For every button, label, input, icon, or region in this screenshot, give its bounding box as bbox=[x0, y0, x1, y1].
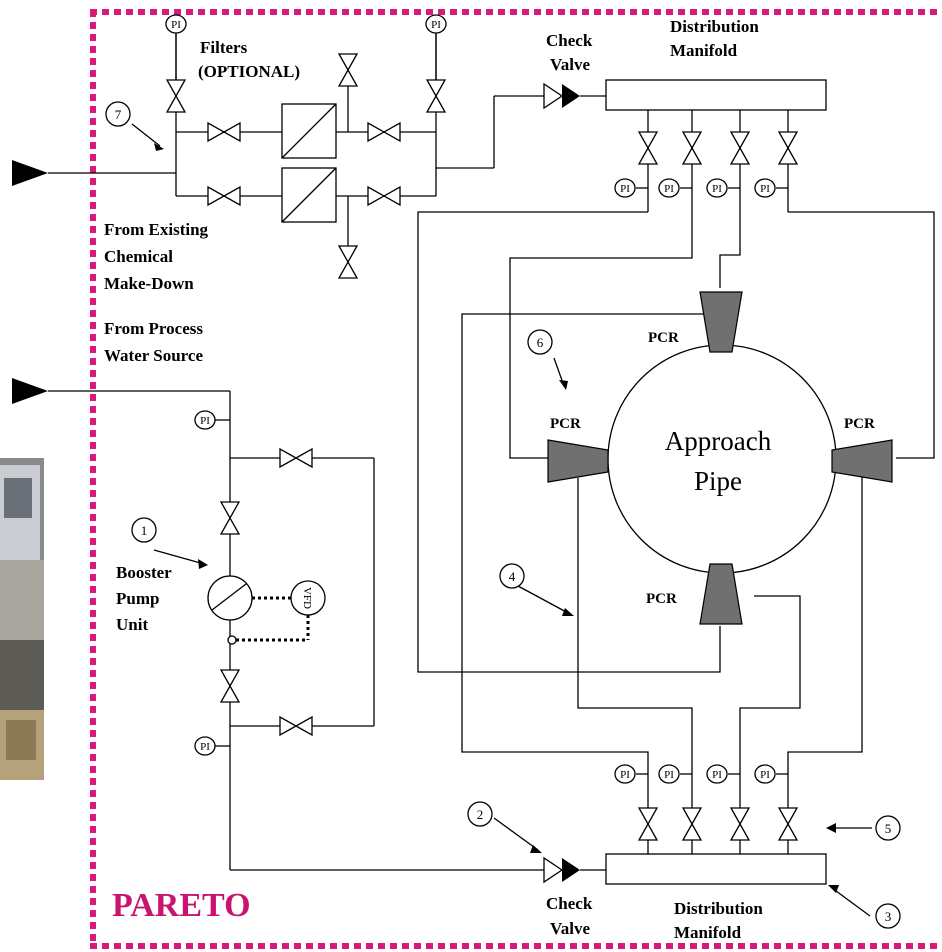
booster-label-1: Booster bbox=[116, 563, 172, 582]
pcr-bottom bbox=[699, 563, 743, 625]
pcr-label-right: PCR bbox=[844, 416, 875, 432]
callout-4: 4 bbox=[509, 569, 516, 584]
filters-optional-label: (OPTIONAL) bbox=[198, 62, 300, 81]
callouts: 1 2 3 4 5 6 7 bbox=[105, 101, 901, 929]
approach-pipe-label-2: Pipe bbox=[694, 466, 742, 496]
booster-section bbox=[194, 391, 544, 871]
vfd-label: VFD bbox=[301, 587, 313, 609]
bottom-manifold-label: Distribution bbox=[674, 899, 763, 918]
bottom-check-valve-label-2: Valve bbox=[550, 919, 590, 938]
approach-pipe bbox=[547, 291, 893, 625]
pcr-label-left: PCR bbox=[550, 416, 581, 432]
pi-label: PI bbox=[620, 769, 630, 781]
from-chem-label-2: Chemical bbox=[104, 247, 173, 266]
approach-pipe-label-1: Approach bbox=[665, 426, 772, 456]
pi-label: PI bbox=[200, 415, 210, 427]
inlet-arrows bbox=[12, 160, 230, 404]
from-water-label-1: From Process bbox=[104, 319, 203, 338]
callout-5: 5 bbox=[885, 821, 892, 836]
photo-strip bbox=[0, 458, 44, 780]
from-chem-label-1: From Existing bbox=[104, 220, 209, 239]
pcr-piping bbox=[417, 211, 935, 800]
bottom-manifold-label-2: Manifold bbox=[674, 923, 742, 942]
callout-1: 1 bbox=[141, 523, 148, 538]
pi-label: PI bbox=[712, 183, 722, 195]
pi-label: PI bbox=[760, 769, 770, 781]
pi-label: PI bbox=[760, 183, 770, 195]
filter-section bbox=[90, 14, 544, 279]
top-manifold bbox=[543, 79, 827, 212]
pi-label: PI bbox=[171, 19, 181, 31]
pi-label: PI bbox=[664, 769, 674, 781]
callout-7: 7 bbox=[115, 107, 122, 122]
brand-logo-text: PARETO bbox=[112, 887, 251, 924]
pcr-label-top: PCR bbox=[648, 330, 679, 346]
pi-labels: PI PI PI PI PI PI PI PI PI PI PI PI VFD bbox=[171, 19, 770, 781]
pi-label: PI bbox=[664, 183, 674, 195]
pcr-left bbox=[547, 439, 609, 483]
from-water-label-2: Water Source bbox=[104, 346, 203, 365]
booster-label-3: Unit bbox=[116, 615, 148, 634]
callout-3: 3 bbox=[885, 909, 892, 924]
from-chem-label-3: Make-Down bbox=[104, 274, 194, 293]
bottom-manifold bbox=[543, 764, 827, 885]
pi-label: PI bbox=[712, 769, 722, 781]
pcr-right bbox=[831, 439, 893, 483]
text-labels: Filters (OPTIONAL) Check Valve Distribut… bbox=[104, 17, 875, 942]
top-check-valve-label: Check bbox=[546, 31, 593, 50]
pi-label: PI bbox=[431, 19, 441, 31]
pi-label: PI bbox=[200, 741, 210, 753]
callout-6: 6 bbox=[537, 335, 544, 350]
dashed-border bbox=[90, 9, 940, 949]
filters-label: Filters bbox=[200, 38, 248, 57]
top-manifold-label: Distribution bbox=[670, 17, 759, 36]
pi-label: PI bbox=[620, 183, 630, 195]
top-manifold-label-2: Manifold bbox=[670, 41, 738, 60]
pcr-top bbox=[699, 291, 743, 353]
callout-2: 2 bbox=[477, 807, 484, 822]
pcr-label-bottom: PCR bbox=[646, 591, 677, 607]
booster-label-2: Pump bbox=[116, 589, 159, 608]
bottom-check-valve-label: Check bbox=[546, 894, 593, 913]
top-check-valve-label-2: Valve bbox=[550, 55, 590, 74]
